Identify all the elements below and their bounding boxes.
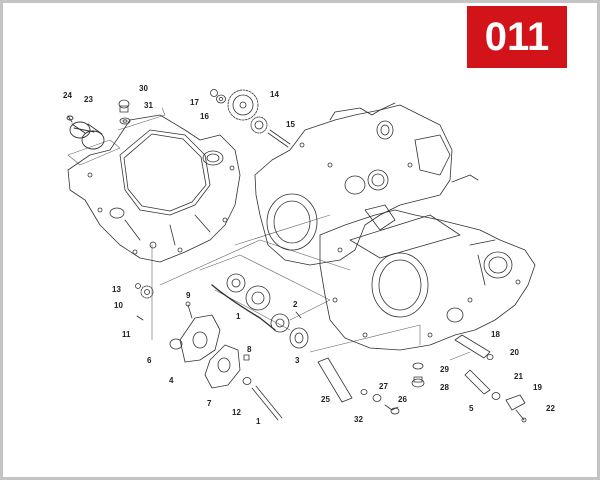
callout-label-7: 7	[207, 399, 212, 408]
oil-pump-rotors	[211, 273, 309, 349]
oil-filter-part	[66, 115, 105, 150]
callout-label-9: 9	[186, 291, 191, 300]
callout-label-25: 25	[321, 395, 330, 404]
callout-label-15: 15	[286, 120, 295, 129]
callout-label-21: 21	[514, 372, 523, 381]
callout-label-24: 24	[63, 91, 72, 100]
callout-label-18: 18	[491, 330, 500, 339]
callout-label-10: 10	[114, 301, 123, 310]
callout-label-11: 11	[122, 330, 131, 339]
callout-label-19: 19	[533, 383, 542, 392]
callout-label-16: 16	[200, 112, 209, 121]
callout-label-31: 31	[144, 101, 153, 110]
pump-shaft	[251, 385, 283, 421]
callout-label-14: 14	[270, 90, 279, 99]
callout-label-12: 12	[232, 408, 241, 417]
callout-label-32: 32	[354, 415, 363, 424]
callout-label-13: 13	[112, 285, 121, 294]
strainer-and-bolts	[317, 357, 425, 415]
callout-label-22: 22	[546, 404, 555, 413]
callout-label-28: 28	[440, 383, 449, 392]
callout-label-1: 1	[256, 417, 261, 426]
callout-label-6: 6	[147, 356, 152, 365]
right-crankcase-rear	[254, 102, 479, 266]
small-gear	[135, 283, 154, 321]
callout-label-8: 8	[247, 345, 252, 354]
callout-label-5: 5	[469, 404, 474, 413]
callout-label-26: 26	[398, 395, 407, 404]
left-crankcase-cover	[67, 114, 241, 263]
plug-and-washer	[118, 99, 131, 125]
callout-label-3: 3	[295, 356, 300, 365]
callout-label-29: 29	[440, 365, 449, 374]
callout-label-4: 4	[169, 376, 174, 385]
callout-label-30: 30	[139, 84, 148, 93]
right-side-fittings	[454, 334, 527, 423]
gear-assembly	[210, 89, 291, 148]
callout-label-23: 23	[84, 95, 93, 104]
page-code-badge: 011	[467, 6, 567, 68]
pump-covers	[169, 301, 252, 389]
callout-label-1: 1	[236, 312, 241, 321]
right-crankcase-front	[319, 209, 536, 351]
callout-label-17: 17	[190, 98, 199, 107]
callout-label-27: 27	[379, 382, 388, 391]
callout-label-2: 2	[293, 300, 298, 309]
callout-label-20: 20	[510, 348, 519, 357]
